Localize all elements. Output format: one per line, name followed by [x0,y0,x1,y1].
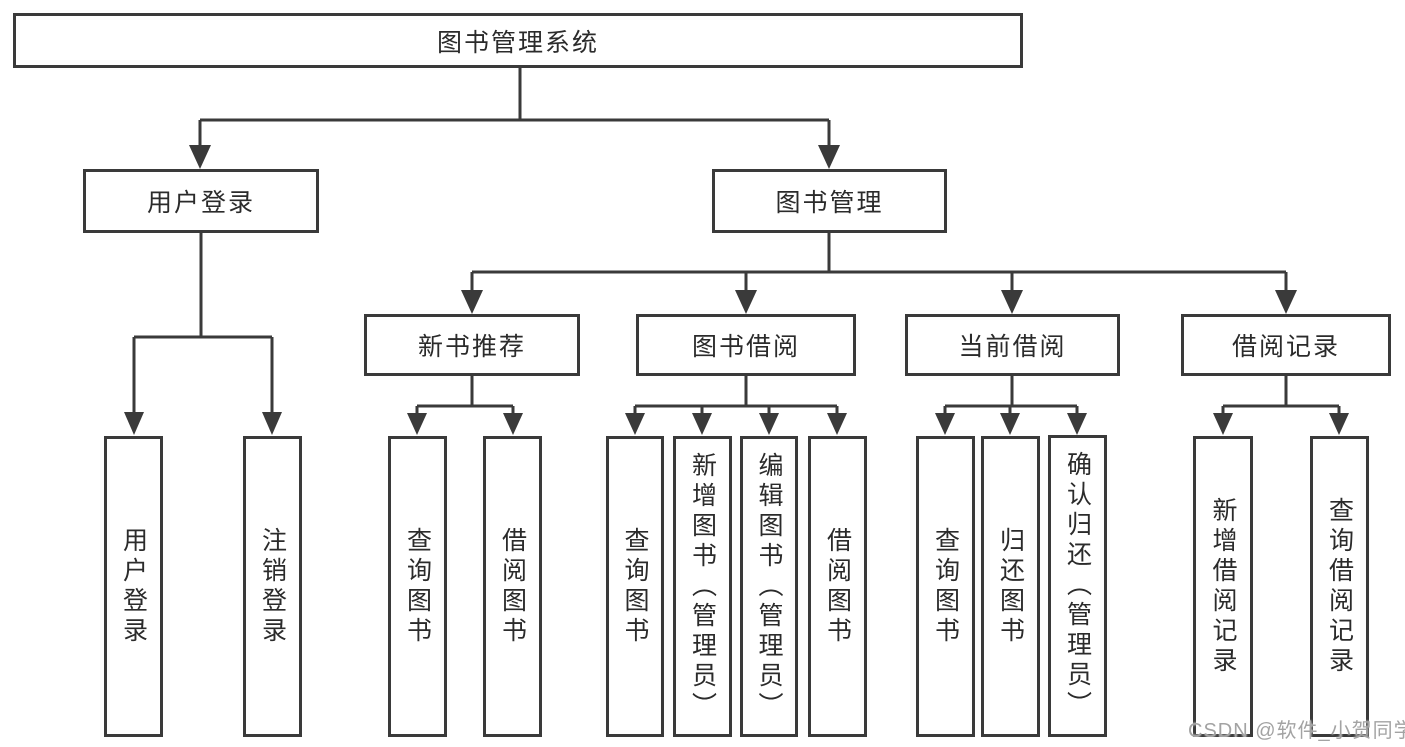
node-cb-return-books: 归还图书 [981,436,1040,737]
node-new-book-recommend: 新书推荐 [364,314,580,376]
node-user-login-branch: 用户登录 [83,169,319,233]
node-book-borrowing: 图书借阅 [636,314,856,376]
node-rec-query-books: 查询图书 [388,436,447,737]
node-rec-borrow-books: 借阅图书 [483,436,542,737]
node-logout-leaf: 注销登录 [243,436,302,737]
csdn-watermark: CSDN @软件_小贺同学 [1188,720,1405,742]
node-borrowing-records: 借阅记录 [1181,314,1391,376]
node-bb-query-books: 查询图书 [606,436,664,737]
node-cb-query-books: 查询图书 [916,436,975,737]
node-bb-edit-books-admin: 编辑图书（管理员） [740,436,798,737]
node-root: 图书管理系统 [13,13,1023,68]
node-br-query-record: 查询借阅记录 [1310,436,1369,737]
node-bb-add-books-admin: 新增图书（管理员） [673,436,732,737]
node-user-login-leaf: 用户登录 [104,436,163,737]
node-current-borrowing: 当前借阅 [905,314,1120,376]
node-br-add-record: 新增借阅记录 [1193,436,1253,737]
node-book-management: 图书管理 [712,169,947,233]
node-cb-confirm-return-admin: 确认归还（管理员） [1048,435,1107,737]
node-bb-borrow-books: 借阅图书 [808,436,867,737]
